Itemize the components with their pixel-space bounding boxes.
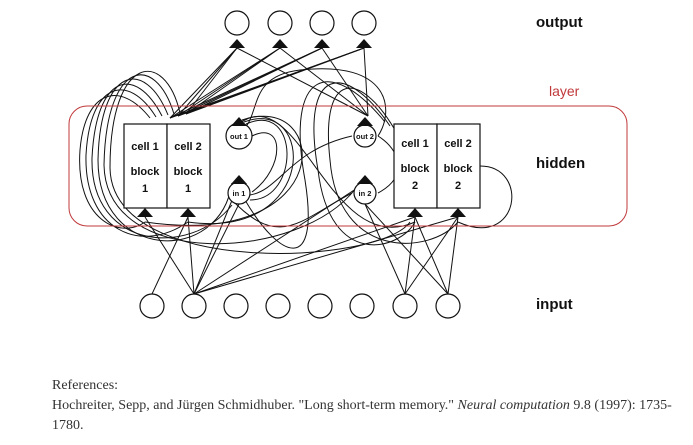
gate-arrow-4: [357, 175, 373, 184]
left-loop-3: [97, 78, 233, 242]
references: References: Hochreiter, Sepp, and Jürgen…: [52, 376, 672, 436]
out-conn-3-2: [185, 47, 365, 115]
block2-cell1-block-num: 2: [412, 180, 418, 192]
input-right-1-1: [447, 216, 459, 295]
input-right-0-2: [364, 203, 406, 295]
block2-cell1: [393, 123, 438, 209]
input-fan-1: [187, 216, 195, 295]
input-right-1-2: [364, 203, 449, 295]
out2-conn-0: [236, 47, 369, 117]
input-unit-2: [181, 293, 207, 319]
references-heading: References:: [52, 378, 119, 393]
input-unit-3: [223, 293, 249, 319]
out2-gate-label: out 2: [356, 132, 374, 141]
output-units: [224, 10, 377, 36]
hidden-layer-box: [68, 105, 628, 227]
block2-cell2: [436, 123, 481, 209]
gate1-loop-3: [144, 115, 303, 226]
output-arrow-1: [229, 39, 245, 48]
right-loop-6: [231, 192, 353, 228]
input-label: input: [536, 296, 573, 313]
connections: [79, 47, 513, 295]
left-loop-5: [109, 71, 411, 254]
block1-cell2-block-word: block: [174, 166, 204, 178]
out1-gate-label: out 1: [230, 132, 248, 141]
reference-details: 9.8 (1997): 1735-1780.: [52, 398, 672, 433]
block1-cell2: [166, 123, 211, 209]
block1-cell1-block-word: block: [131, 166, 161, 178]
gate-arrow-3: [357, 117, 373, 126]
output-arrow-4: [356, 39, 372, 48]
output-unit-2: [267, 10, 293, 36]
out2-conn-2: [321, 47, 369, 117]
arrowheads: [137, 39, 466, 217]
cell-input-arrow-1: [137, 208, 153, 217]
out2-conn-3: [363, 47, 369, 117]
gate1-loop-0: [251, 132, 278, 193]
hidden-label: hidden: [536, 155, 585, 172]
cell-input-arrow-2: [180, 208, 196, 217]
block1-cell1-block-num: 1: [142, 183, 148, 195]
output-label: output: [536, 14, 583, 31]
output-arrow-3: [314, 39, 330, 48]
gate-arrow-1: [231, 117, 247, 126]
reference-authors: Hochreiter, Sepp, and Jürgen Schmidhuber…: [52, 398, 455, 413]
input-right-0-0: [404, 216, 416, 295]
block2-cell1-block-word: block: [401, 163, 431, 175]
in2-gate-label: in 2: [359, 189, 372, 198]
gate1-loop-1: [245, 119, 288, 201]
gate-arrow-2: [231, 175, 247, 184]
out-conn-2-2: [185, 47, 323, 115]
block2-cell2-block-word: block: [444, 163, 474, 175]
left-loop-0: [79, 95, 151, 229]
reference-citation: Hochreiter, Sepp, and Jürgen Schmidhuber…: [52, 396, 672, 436]
right-loop-3: [457, 165, 513, 229]
right-loop-0: [328, 87, 459, 244]
input-units: [139, 293, 461, 319]
right-loop-4: [244, 68, 387, 137]
output-unit-4: [351, 10, 377, 36]
block2-cell2-block-num: 2: [455, 180, 461, 192]
in1-gate-label: in 1: [233, 189, 246, 198]
input-unit-8: [435, 293, 461, 319]
input-fan-6: [193, 216, 459, 295]
cell-input-arrow-4: [450, 208, 466, 217]
output-unit-3: [309, 10, 335, 36]
block2-cell2-label: cell 2: [444, 138, 472, 150]
layer-label: layer: [549, 83, 580, 99]
input-right-1-0: [414, 216, 449, 295]
output-unit-1: [224, 10, 250, 36]
input-unit-1: [139, 293, 165, 319]
input-fan-5: [193, 216, 416, 295]
left-loop-4: [103, 74, 357, 245]
lstm-diagram: cell 1 block 1 cell 2 block 1 cell 1 blo…: [68, 10, 628, 319]
reference-journal: Neural computation: [457, 398, 570, 413]
input-unit-7: [392, 293, 418, 319]
right-loop-2: [244, 81, 386, 249]
out-conn-0-1: [177, 47, 238, 117]
left-loop-2: [91, 83, 233, 239]
input-unit-5: [307, 293, 333, 319]
right-loop-1: [313, 82, 416, 246]
block1-cell2-label: cell 2: [174, 141, 202, 153]
block1-cell1: [123, 123, 168, 209]
block1-cell2-block-num: 1: [185, 183, 191, 195]
right-loop-7: [249, 135, 353, 196]
cell-input-arrow-3: [407, 208, 423, 217]
input-unit-4: [265, 293, 291, 319]
block1-cell1-label: cell 1: [131, 141, 159, 153]
input1-to-cell2: [151, 216, 189, 295]
block2-cell1-label: cell 1: [401, 138, 429, 150]
output-arrow-2: [272, 39, 288, 48]
input-unit-6: [349, 293, 375, 319]
